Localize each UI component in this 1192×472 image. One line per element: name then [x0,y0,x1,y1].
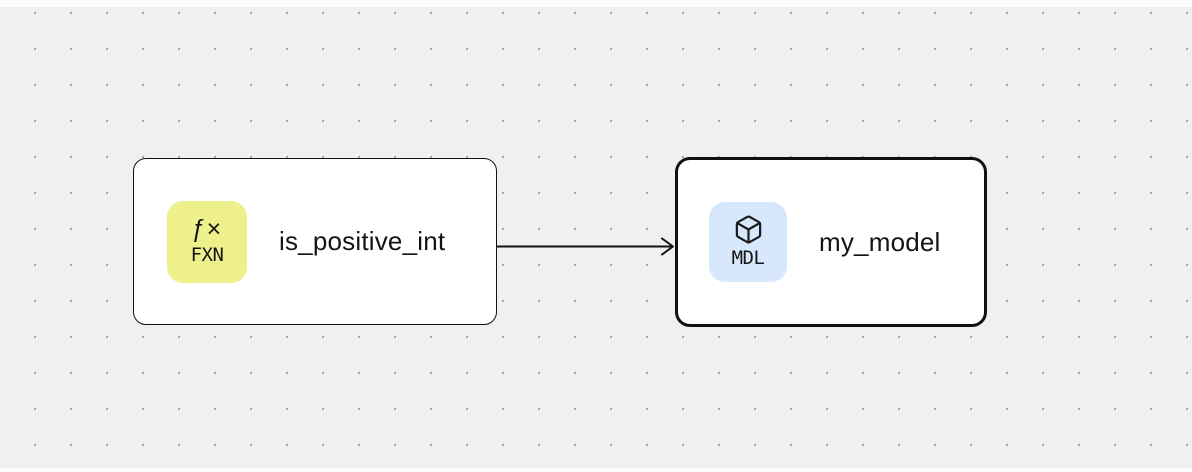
function-type-badge: ƒ× FXN [167,200,247,283]
canvas-bottom-edge [0,468,1192,472]
cube-icon [733,214,764,246]
node-title: is_positive_int [279,226,446,256]
edge-arrow [496,237,674,256]
node-title: my_model [819,226,941,257]
badge-kind-label: FXN [190,244,224,266]
function-icon: ƒ× [191,215,223,243]
canvas-top-edge [0,0,1192,7]
node-my-model[interactable]: MDL my_model [675,157,987,327]
node-is-positive-int[interactable]: ƒ× FXN is_positive_int [133,158,497,325]
model-type-badge: MDL [709,202,787,282]
badge-kind-label: MDL [731,246,765,269]
